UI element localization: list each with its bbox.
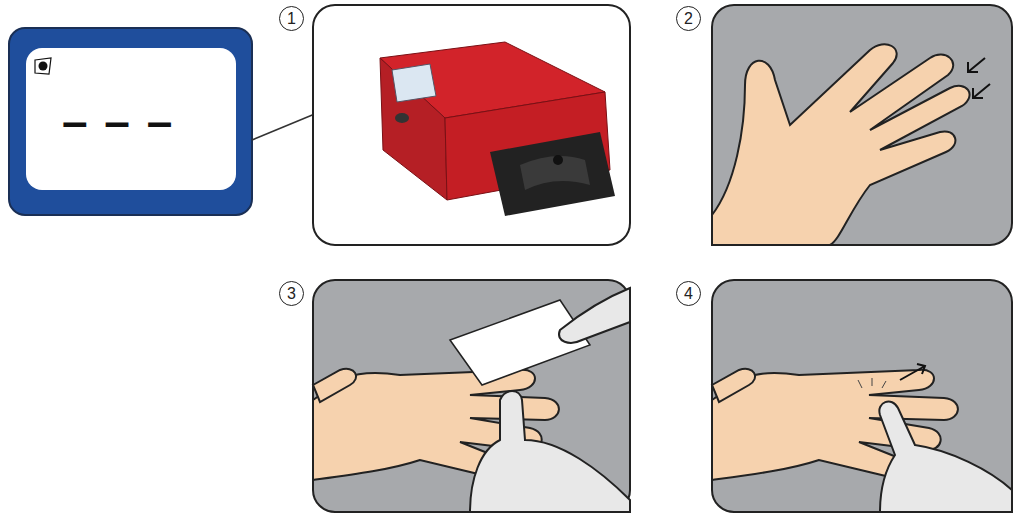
display-screen: – – – (26, 48, 236, 190)
hand (712, 44, 990, 245)
callout-number: 1 (287, 11, 296, 27)
panel (712, 280, 1012, 512)
callout-number: 4 (684, 286, 693, 302)
display-reading: – – – (62, 94, 174, 148)
gloved-hand (858, 364, 1012, 512)
step-number: 3 (279, 281, 304, 306)
panel (313, 280, 630, 512)
step-number: 1 (279, 6, 304, 31)
display-frame (9, 28, 252, 215)
arrow (900, 364, 925, 380)
panel (712, 5, 1012, 245)
step-number: 4 (676, 281, 701, 306)
panel (313, 5, 630, 245)
gloved-hand (450, 288, 630, 512)
callout-number: 3 (287, 286, 296, 302)
analyzer-device (380, 42, 615, 216)
step-number: 2 (676, 6, 701, 31)
callout-number: 2 (684, 11, 693, 27)
